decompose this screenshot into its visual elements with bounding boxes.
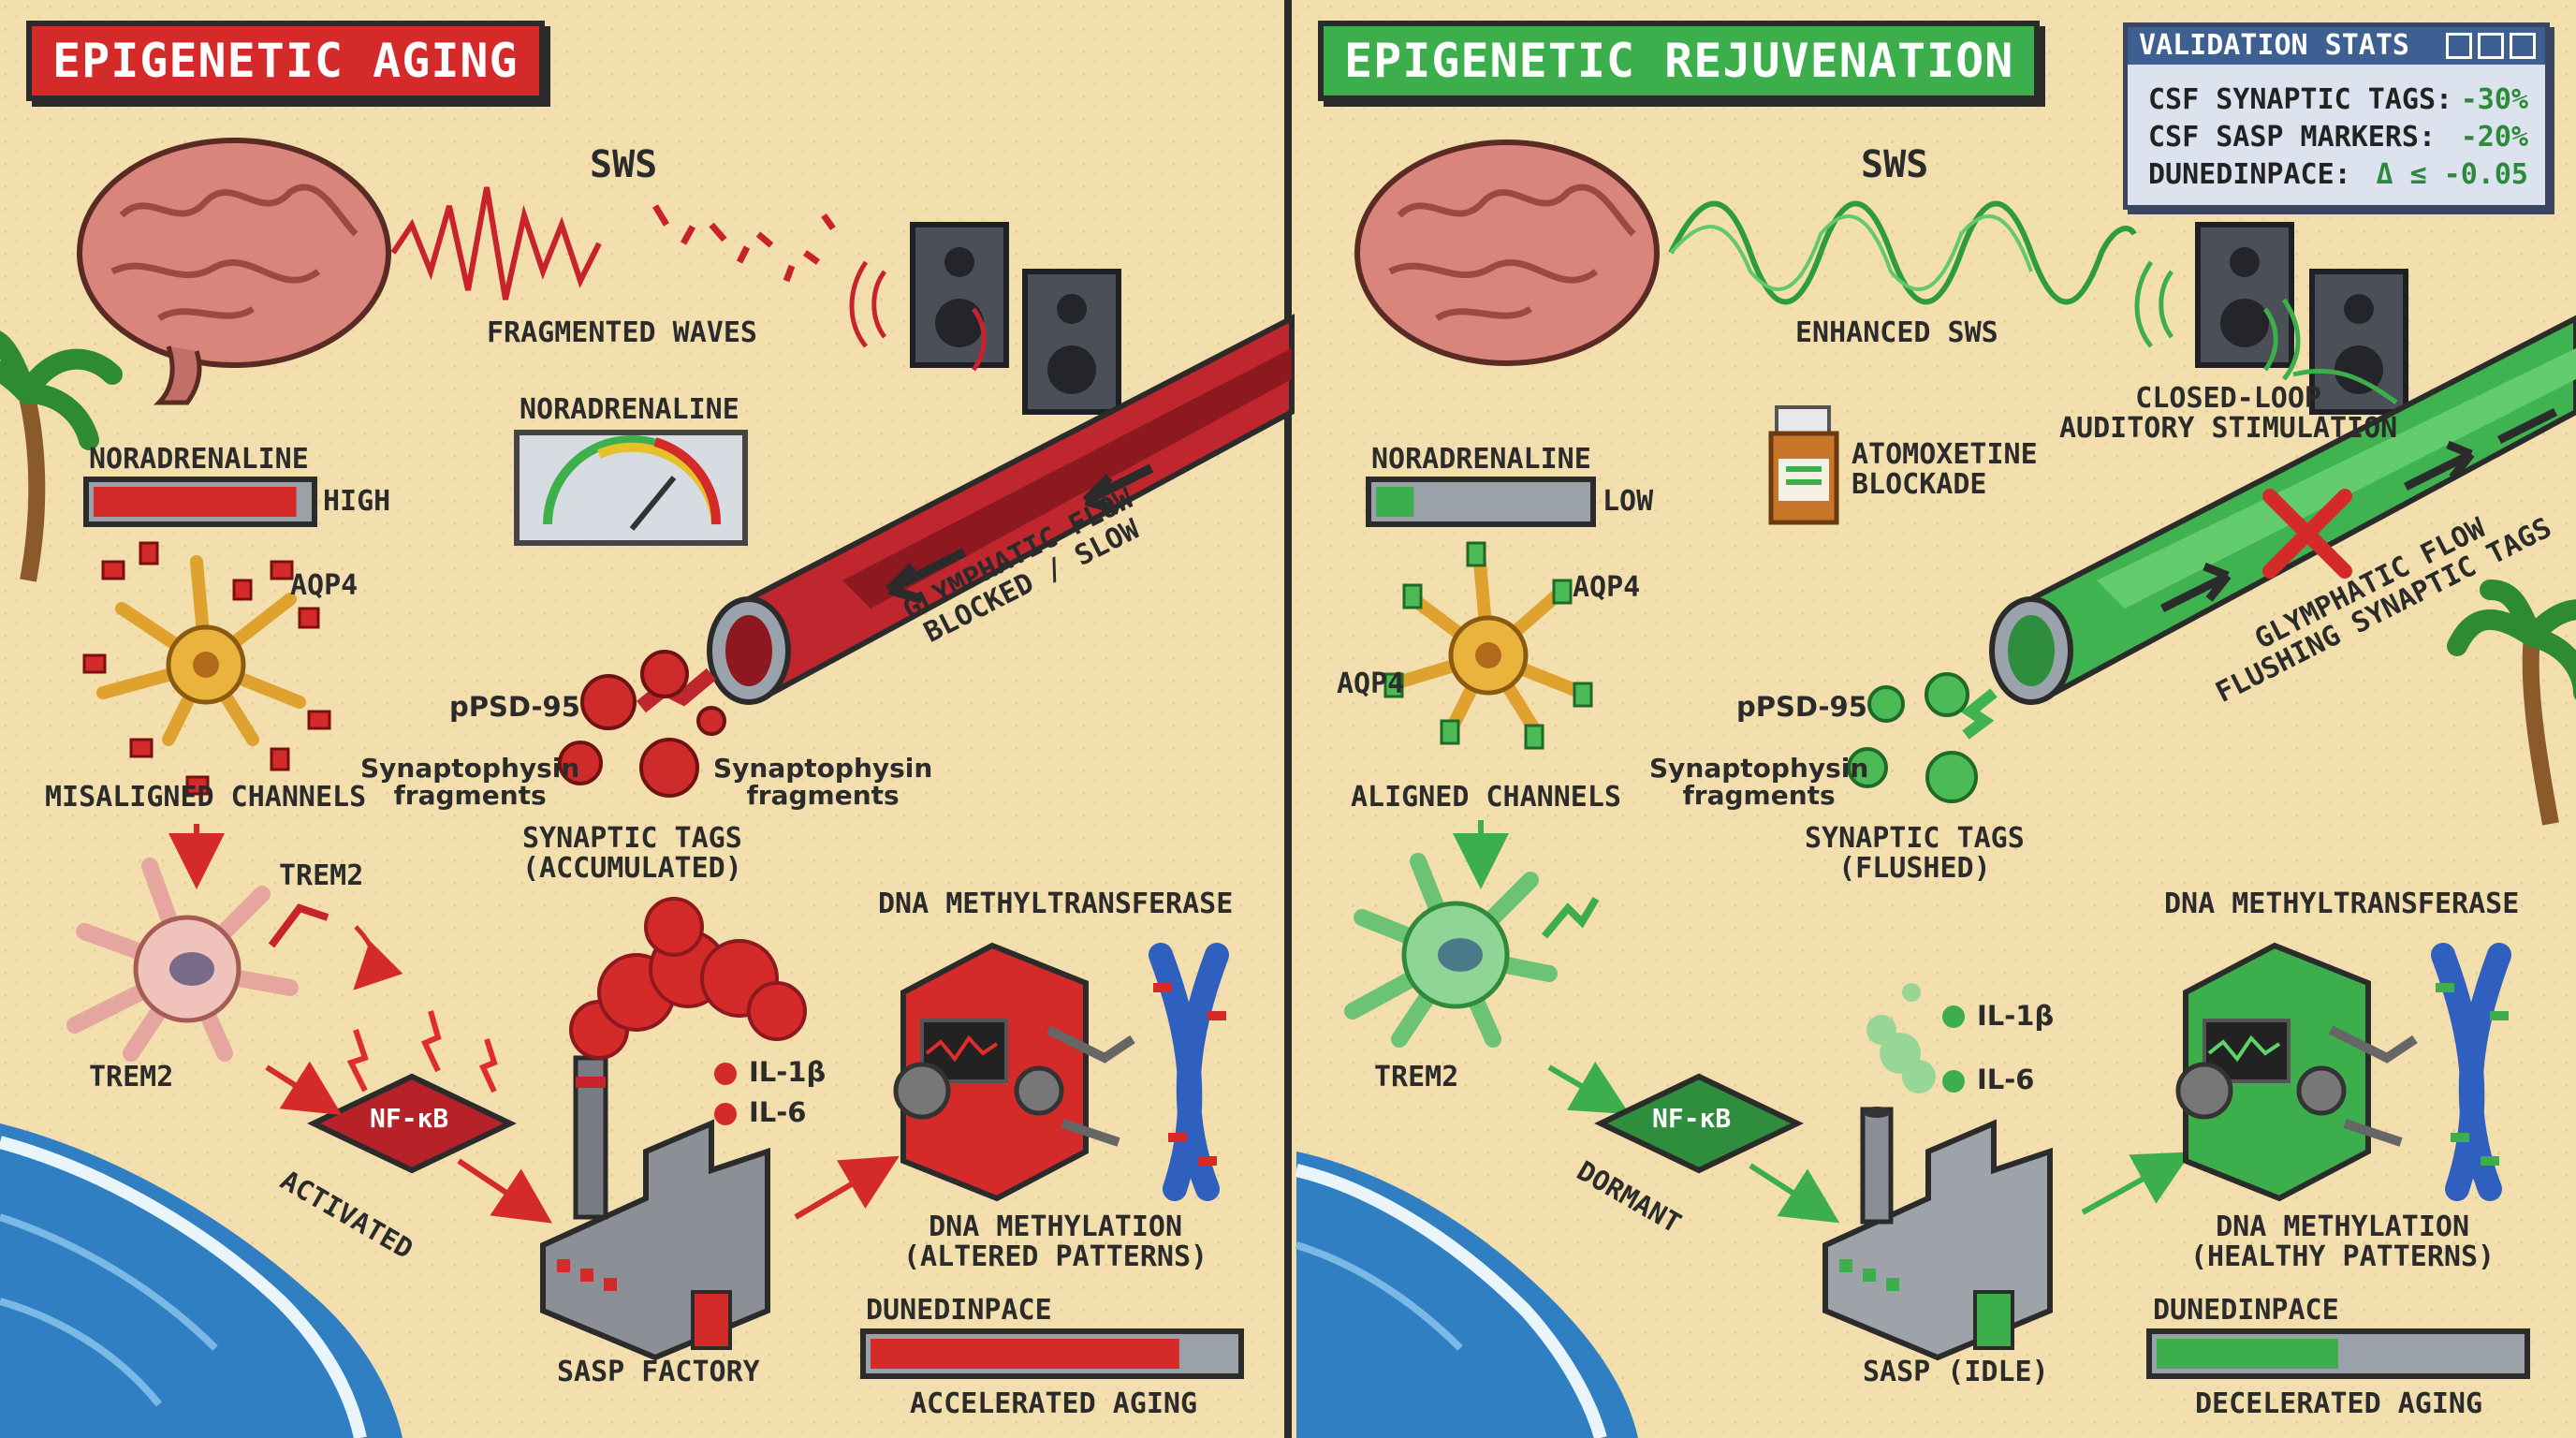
synaptic-tag-gears-left [558,650,726,798]
left-sea [0,1123,402,1438]
left-ppsd-label: pPSD-95 [449,691,580,723]
left-methylation-label: DNA METHYLATION(ALTERED PATTERNS) [903,1211,1208,1273]
pill-bottle-icon [1768,405,1839,525]
right-ppsd-label: pPSD-95 [1736,691,1867,723]
left-aqp4-label: AQP4 [290,569,359,602]
stat-row-label: CSF SYNAPTIC TAGS: [2148,83,2453,116]
right-sasp-label: SASP (IDLE) [1863,1356,2049,1388]
glymphatic-tube-right [1960,315,2576,740]
stat-row-value: -30% [2460,83,2528,116]
left-dnmt-label: DNA METHYLTRANSFERASE [878,888,1234,920]
brain-icon [1354,139,1660,366]
brain-icon [77,138,391,405]
right-il6-label: IL-6 [1977,1064,2035,1095]
left-sws-title: SWS [590,143,658,186]
left-banner: EPIGENETIC AGING [26,21,545,101]
right-aqp4-left: AQP4 [1337,668,1405,700]
speaker-icon [2134,222,2408,415]
arrow-nfkb-to-sasp-right [1749,1163,1840,1224]
stat-row-value: Δ ≤ -0.05 [2376,158,2528,191]
factory-icon [1822,983,2053,1361]
right-trem2-label: TREM2 [1374,1061,1459,1093]
maximize-icon[interactable] [2478,33,2504,59]
dnmt-machine-icon [893,942,1135,1202]
dunedinpace-bar-right [2146,1328,2530,1379]
stat-row-value: -20% [2460,121,2528,154]
left-noradrenaline-label: NORADRENALINE [89,443,309,476]
left-sasp-label: SASP FACTORY [557,1356,760,1388]
right-aqp4-top: AQP4 [1573,571,1641,604]
right-nfkb-label: NF-κB [1652,1103,1732,1134]
noradrenaline-bar-right [1366,477,1596,527]
arrow-sasp-to-dnmt-right [2081,1152,2192,1215]
microglia-icon [66,858,329,1062]
chromosome-icon [2431,943,2511,1201]
close-icon[interactable] [2510,33,2536,59]
left-noradrenaline-level: HIGH [323,485,391,518]
validation-stats-window: VALIDATION STATS CSF SYNAPTIC TAGS: -30%… [2123,22,2550,210]
left-il1b-label: IL-1β [749,1056,827,1088]
left-trem2-bottom: TREM2 [89,1061,174,1093]
stat-row-label: DUNEDINPACE: [2148,158,2351,191]
right-synaptic-tags-label: SYNAPTIC TAGS(FLUSHED) [1805,822,2025,885]
right-channels-label: ALIGNED CHANNELS [1351,781,1621,814]
left-synaptic-tags-label: SYNAPTIC TAGS(ACCUMULATED) [522,822,742,885]
right-banner: EPIGENETIC REJUVENATION [1318,21,2041,101]
speaker-icon [849,222,1121,415]
right-noradrenaline-label: NORADRENALINE [1371,443,1591,476]
dnmt-machine-icon [2175,942,2418,1202]
arrow-nfkb-to-sasp [457,1158,552,1224]
validation-stats-title: VALIDATION STATS [2139,29,2409,62]
left-waves-label: FRAGMENTED WAVES [487,316,757,349]
left-channels-label: MISALIGNED CHANNELS [45,781,367,814]
right-il1b-label: IL-1β [1977,1000,2055,1032]
validation-stats-titlebar: VALIDATION STATS [2128,27,2545,65]
nfkb-chip-right [1594,1073,1804,1174]
dunedinpace-bar-left [860,1328,1244,1379]
left-trem2-top: TREM2 [279,859,364,892]
right-noradrenaline-level: LOW [1603,485,1654,518]
right-dnmt-label: DNA METHYLTRANSFERASE [2164,888,2520,920]
arrow-sasp-to-dnmt [794,1155,900,1220]
right-waves-label: ENHANCED SWS [1795,316,1998,349]
glymphatic-tube-left [637,314,1295,713]
fragmented-wave [390,186,836,301]
chromosome-icon [1149,943,1229,1201]
right-dunedinpace-label: DUNEDINPACE [2153,1294,2339,1327]
astrocyte-icon [82,541,331,796]
stat-row-label: CSF SASP MARKERS: [2148,121,2437,154]
left-aging-label: ACCELERATED AGING [910,1387,1198,1420]
right-sws-title: SWS [1861,143,1929,186]
enhanced-wave [1668,200,2137,305]
right-sea [1295,1152,1638,1438]
microglia-icon [1344,853,1600,1048]
right-methylation-label: DNA METHYLATION(HEALTHY PATTERNS) [2190,1211,2496,1273]
left-gauge-label: NORADRENALINE [520,393,739,426]
noradrenaline-bar-left [83,477,317,527]
right-aging-label: DECELERATED AGING [2195,1387,2483,1420]
palm-tree-icon [0,330,123,582]
panel-divider [1284,0,1292,1438]
left-nfkb-label: NF-κB [370,1103,449,1134]
nfkb-chip-left [307,1010,517,1174]
left-dunedinpace-label: DUNEDINPACE [866,1294,1052,1327]
astrocyte-icon [1383,541,1593,750]
arrow-microglia-to-nfkb [265,1061,343,1116]
arrow-trem2-signal [353,925,403,990]
factory-icon [540,897,807,1361]
minimize-icon[interactable] [2446,33,2472,59]
left-il6-label: IL-6 [749,1096,807,1128]
synaptic-tag-gears-right [1847,672,1978,803]
gauge-icon [514,430,748,546]
arrow-microglia-to-nfkb-right [1547,1061,1630,1115]
